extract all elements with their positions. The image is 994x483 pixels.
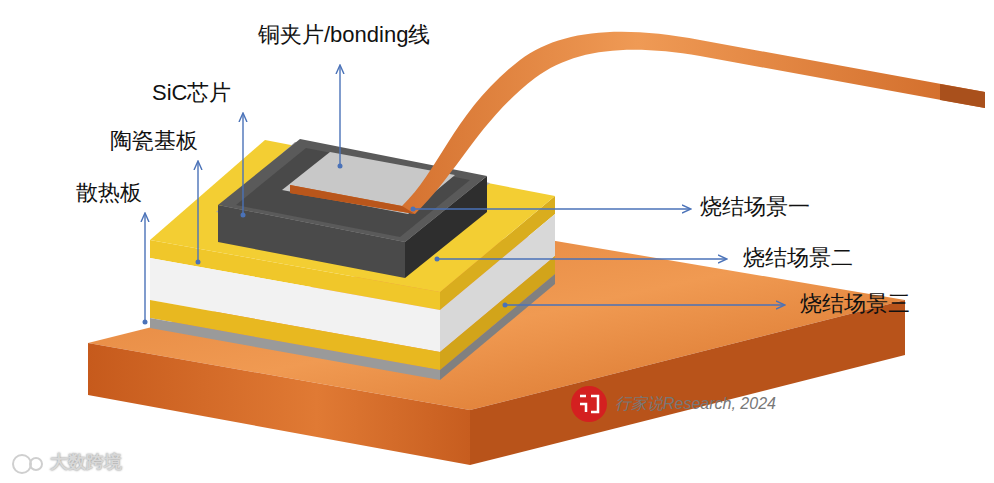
part-label: 烧结场景二 xyxy=(743,245,853,271)
watermark: 大数跨境 xyxy=(50,452,122,474)
logo-glyph xyxy=(580,396,598,412)
leader-lines xyxy=(145,66,784,322)
copper-clip xyxy=(290,32,985,214)
logo-mark xyxy=(571,386,607,422)
part-label: 陶瓷基板 xyxy=(110,128,198,154)
part-label: 铜夹片/bonding线 xyxy=(258,22,430,48)
part-label: 散热板 xyxy=(76,180,142,206)
part-label: 烧结场景三 xyxy=(800,291,910,317)
ceramic-substrate xyxy=(150,140,555,380)
corner-logo xyxy=(13,455,42,473)
part-label: SiC芯片 xyxy=(152,80,231,106)
watermark: 行家说Research, 2024 xyxy=(615,394,776,413)
part-label: 烧结场景一 xyxy=(700,194,810,220)
leader-dots xyxy=(143,164,508,325)
